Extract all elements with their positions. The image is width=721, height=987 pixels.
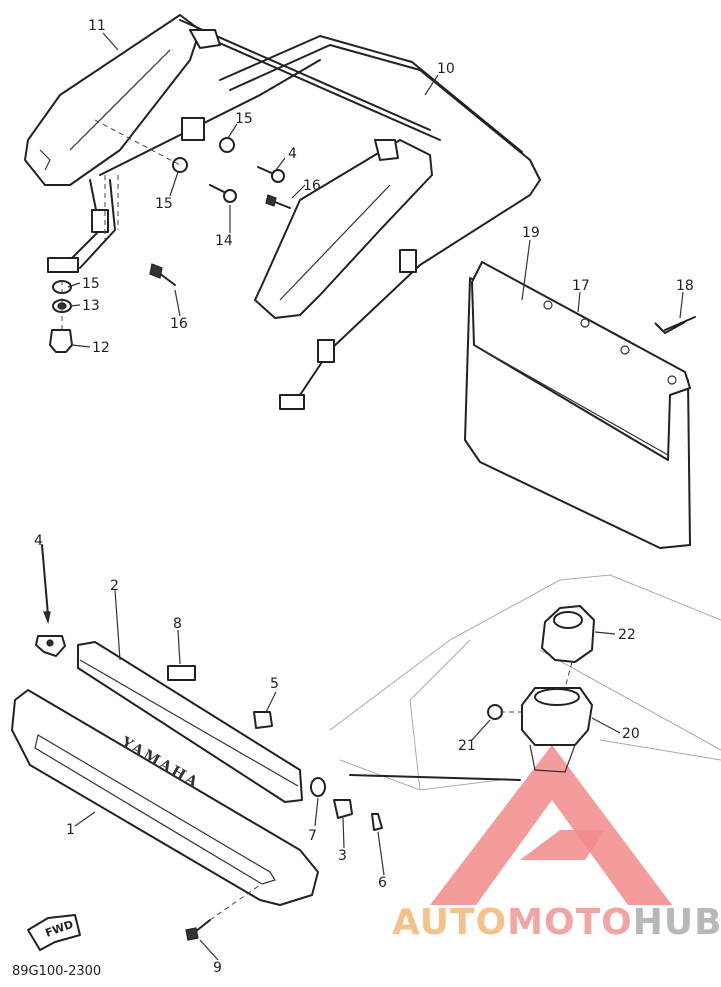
side-cover-left <box>24 14 201 186</box>
screw-head <box>487 704 503 720</box>
callout-1: 1 <box>66 822 75 838</box>
fuel-tank-outline <box>329 574 721 791</box>
callout-15: 15 <box>235 111 253 127</box>
watermark-text: AUTOMOTOHUB <box>392 902 721 943</box>
side-cover-right <box>254 139 433 319</box>
callout-22: 22 <box>618 627 636 643</box>
front-cover <box>11 689 319 906</box>
watermark-auto: AUTO <box>392 902 508 943</box>
watermark-logo <box>430 745 672 905</box>
callout-19: 19 <box>522 225 540 241</box>
callout-labels: 11 10 15 4 15 16 14 15 13 12 16 19 17 18… <box>34 18 694 976</box>
callout-18: 18 <box>676 278 694 294</box>
grommet <box>310 777 326 797</box>
bracket-plate <box>77 641 303 803</box>
clip-small <box>371 813 383 831</box>
callout-10: 10 <box>437 61 455 77</box>
callout-13: 13 <box>82 298 100 314</box>
retainer <box>253 711 273 729</box>
callout-3: 3 <box>338 848 347 864</box>
callout-16: 16 <box>170 316 188 332</box>
callout-6: 6 <box>378 875 387 891</box>
watermark-hub: HUB <box>632 902 721 943</box>
callout-14: 14 <box>215 233 233 249</box>
washer <box>219 137 235 153</box>
callout-7: 7 <box>308 828 317 844</box>
collar <box>333 799 353 819</box>
callout-16: 16 <box>303 178 321 194</box>
callout-8: 8 <box>173 616 182 632</box>
callout-21: 21 <box>458 738 476 754</box>
callout-2: 2 <box>110 578 119 594</box>
callout-9: 9 <box>213 960 222 976</box>
callout-4: 4 <box>288 146 297 162</box>
callout-17: 17 <box>572 278 590 294</box>
rack-tube <box>179 19 541 406</box>
callout-15: 15 <box>155 196 173 212</box>
callout-15: 15 <box>82 276 100 292</box>
washer <box>172 157 188 173</box>
callout-11: 11 <box>88 18 106 34</box>
callout-12: 12 <box>92 340 110 356</box>
callout-5: 5 <box>270 676 279 692</box>
fwd-arrow <box>27 914 81 951</box>
part-code: 89G100-2300 <box>12 964 101 979</box>
watermark-moto: MOTO <box>507 902 633 943</box>
callout-20: 20 <box>622 726 640 742</box>
flap-bracket <box>471 261 691 461</box>
callout-4: 4 <box>34 533 43 549</box>
decal <box>167 665 196 681</box>
